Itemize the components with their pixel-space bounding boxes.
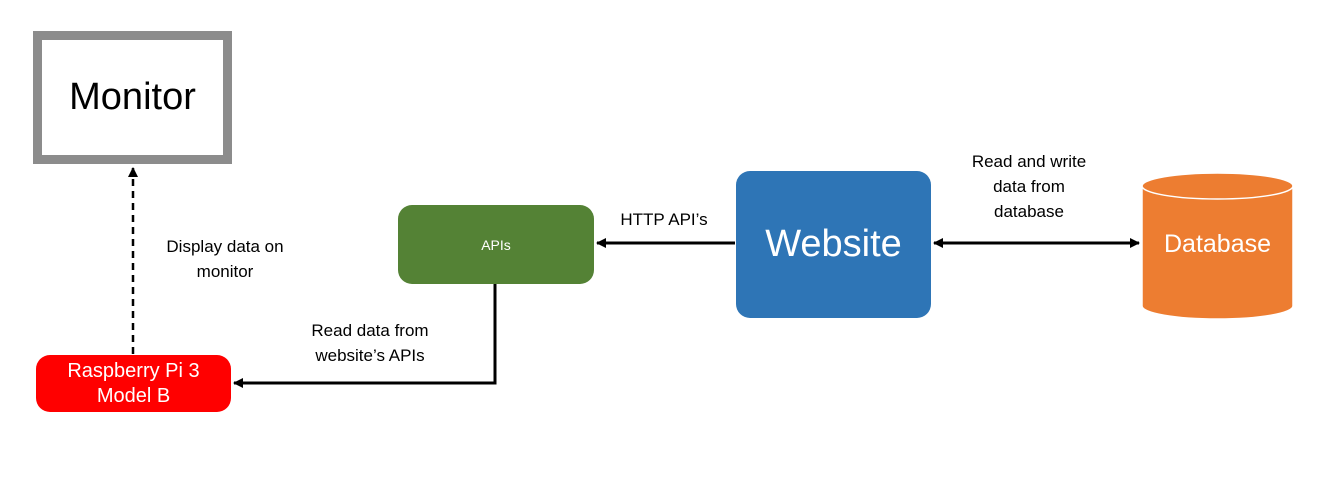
apis-box: APIs [398,205,594,284]
raspberry-pi-box: Raspberry Pi 3 Model B [36,355,231,412]
read-apis-label-line-2: website’s APIs [315,346,425,365]
raspberry-pi-label-line-2: Model B [96,384,171,407]
http-api-label: HTTP API’s [620,210,708,229]
read-apis-label: Read data from website’s APIs [280,318,460,368]
display-data-label: Display data on monitor [135,234,315,284]
website-label: Website [765,223,902,265]
read-apis-arrow [233,284,497,388]
read-write-label-line-1: Read and write [971,152,1087,171]
database-top [1141,172,1294,200]
monitor-box: Monitor [33,31,232,164]
raspberry-pi-label-line-1: Raspberry Pi 3 [67,359,200,382]
database-cylinder [1141,172,1294,320]
display-data-label-line-1: Display data on [166,237,284,256]
read-write-label-line-2: data from [993,177,1065,196]
website-box: Website [736,171,931,318]
apis-label: APIs [481,236,511,253]
read-write-label: Read and write data from database [940,149,1118,224]
database-label: Database [1163,229,1272,258]
database-body [1141,185,1294,320]
read-apis-label-line-1: Read data from [311,321,429,340]
read-write-label-line-3: database [994,202,1064,221]
display-data-label-line-2: monitor [196,262,254,281]
monitor-label: Monitor [69,76,196,118]
